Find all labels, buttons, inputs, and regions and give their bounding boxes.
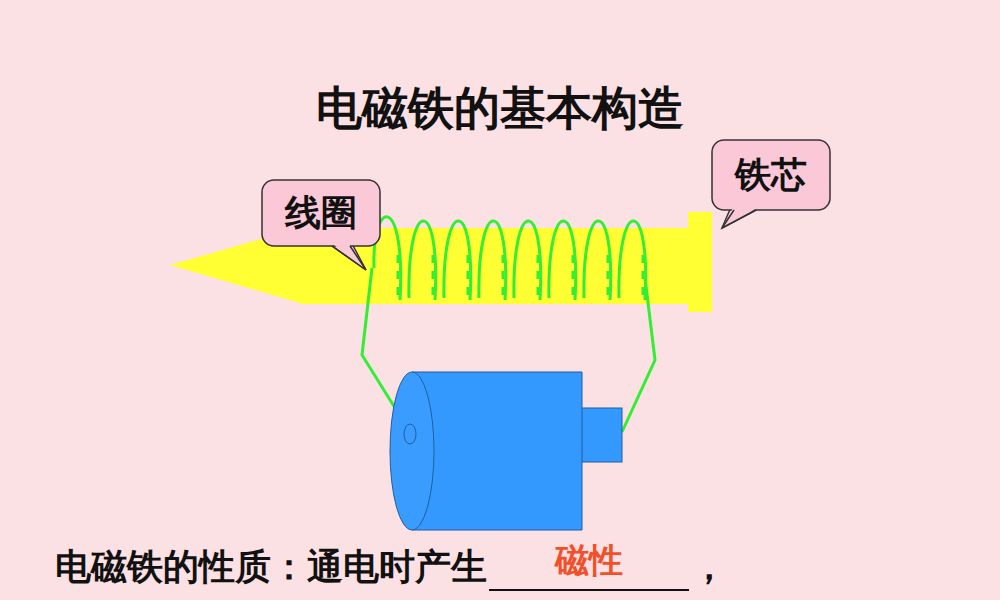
callout-bubble: 铁芯 <box>712 140 830 210</box>
iron-nail <box>170 212 712 312</box>
title: 电磁铁的基本构造 <box>316 78 684 140</box>
statement-text: ， <box>691 543 727 592</box>
answer-text: 磁性 <box>555 538 623 584</box>
part-label: 线圈 <box>285 189 357 238</box>
statement-text: 电磁铁的性质：通电时产生 <box>55 543 487 592</box>
wire <box>622 278 655 432</box>
answer-blank <box>489 589 689 591</box>
callout-bubble: 线圈 <box>262 180 380 246</box>
part-label: 铁芯 <box>735 151 807 200</box>
wire-coil <box>374 217 646 300</box>
battery <box>390 372 622 530</box>
